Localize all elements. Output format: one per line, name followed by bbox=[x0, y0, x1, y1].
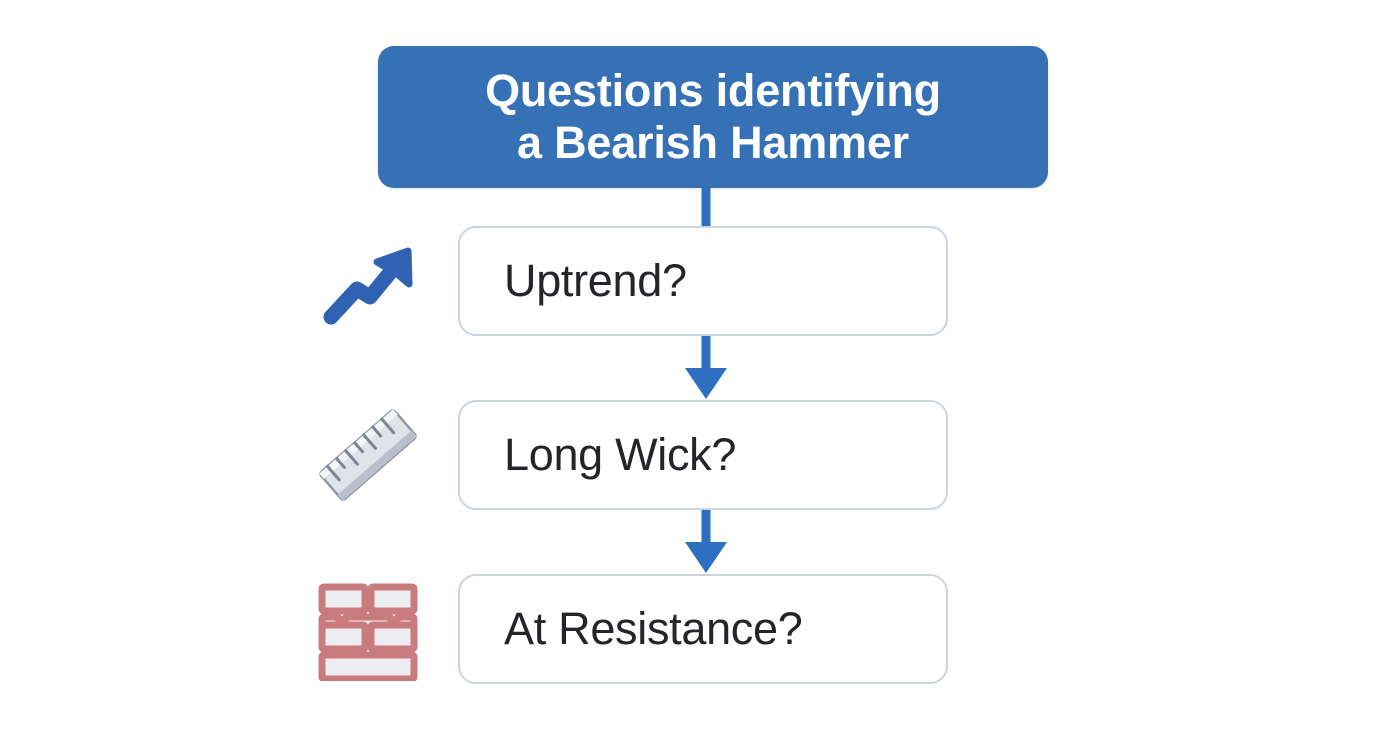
icon-slot-long-wick bbox=[306, 400, 430, 510]
step-label-uptrend: Uptrend? bbox=[504, 255, 687, 306]
title-line-1: Questions identifying bbox=[485, 65, 941, 116]
icon-slot-at-resistance bbox=[306, 574, 430, 684]
step-label-long-wick: Long Wick? bbox=[504, 429, 737, 480]
step-box-uptrend[interactable]: Uptrend? bbox=[458, 226, 948, 336]
chart-increasing-arrow-icon bbox=[323, 247, 413, 325]
brick-wall-icon bbox=[318, 583, 418, 681]
title-line-2: a Bearish Hammer bbox=[516, 117, 909, 168]
step-box-at-resistance[interactable]: At Resistance? bbox=[458, 574, 948, 684]
ruler-icon bbox=[319, 409, 417, 501]
step-box-long-wick[interactable]: Long Wick? bbox=[458, 400, 948, 510]
connector-step-1-to-step-2 bbox=[685, 334, 727, 399]
icon-slot-uptrend bbox=[306, 226, 430, 336]
connector-step-2-to-step-3 bbox=[685, 508, 727, 573]
step-label-at-resistance: At Resistance? bbox=[504, 603, 803, 654]
title-card: Questions identifying a Bearish Hammer bbox=[378, 46, 1048, 188]
